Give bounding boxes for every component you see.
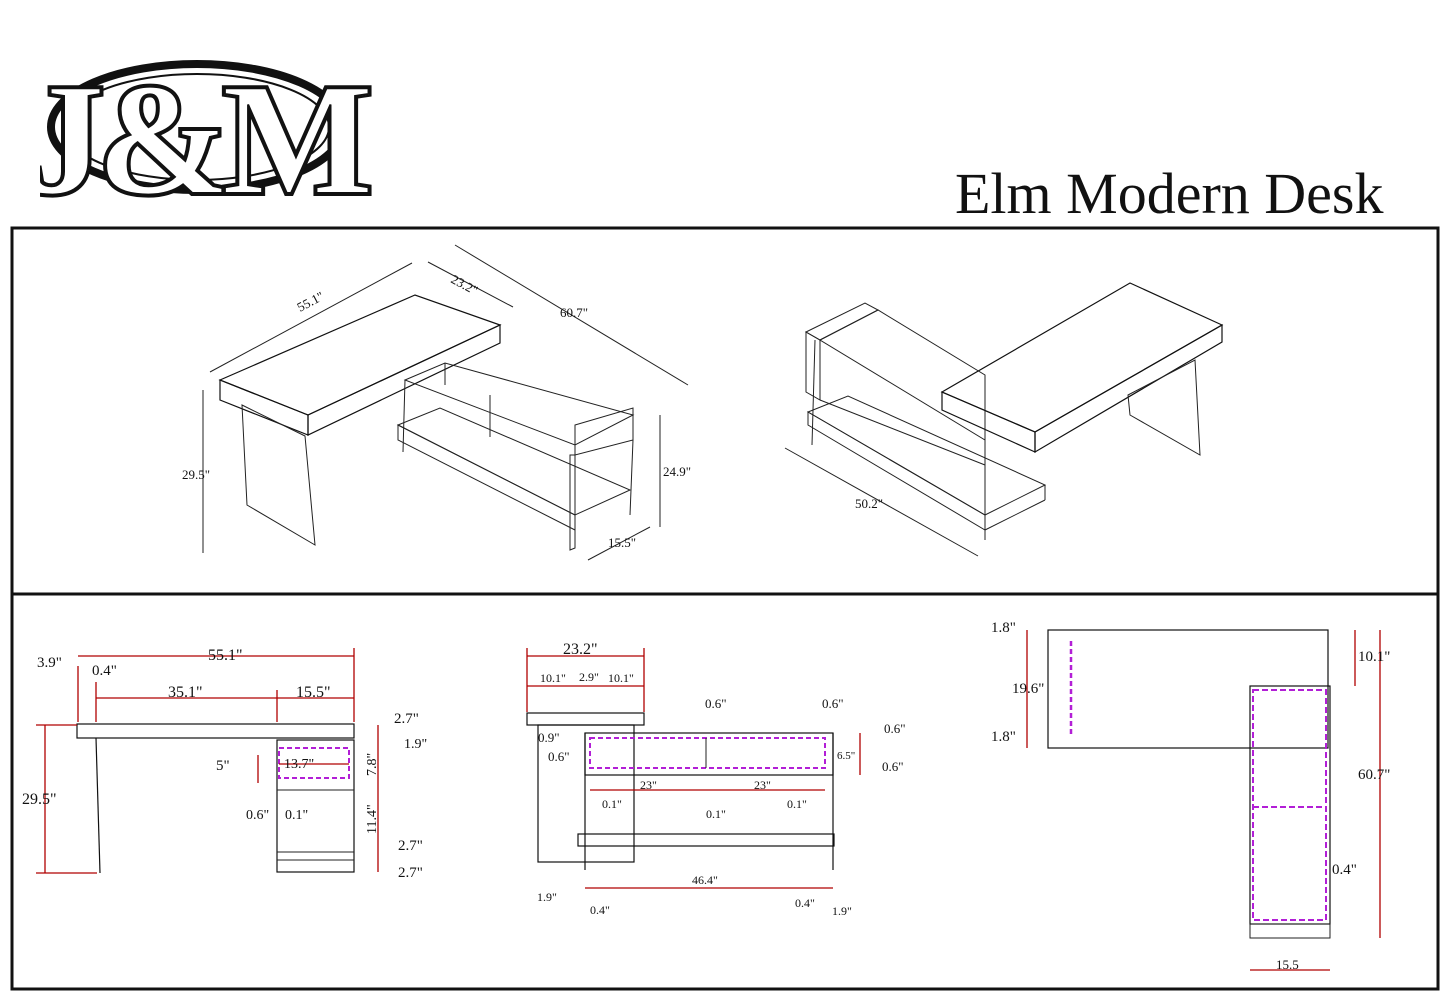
dim-55-1: 55.1" xyxy=(294,288,326,314)
front-d2: 23" xyxy=(754,778,771,792)
front-br2: 1.9" xyxy=(832,904,852,918)
iso-view-2: 50.2" xyxy=(784,282,1224,557)
product-title: Elm Modern Desk xyxy=(955,161,1384,226)
front-g2: 0.1" xyxy=(706,807,726,821)
side-shelf-2: 2.7" xyxy=(398,865,423,881)
front-g3: 0.1" xyxy=(787,797,807,811)
side-offset: 3.9" xyxy=(37,655,62,671)
side-view: 55.1" 3.9" 0.4" 35.1" 15.5" 29.5" 2.7" 1… xyxy=(22,647,427,881)
side-shelf-1: 2.7" xyxy=(398,838,423,854)
top-view: 1.8" 19.6" 1.8" 10.1" 60.7" 0.4" 15.5 xyxy=(991,620,1390,972)
side-a: 0.6" xyxy=(246,808,269,823)
side-height: 29.5" xyxy=(22,791,57,808)
top-g: 15.5 xyxy=(1276,957,1299,972)
front-d1: 23" xyxy=(640,778,657,792)
side-top-thickness: 2.7" xyxy=(394,711,419,727)
front-bl: 1.9" xyxy=(537,890,557,904)
side-leg: 0.4" xyxy=(92,663,117,679)
side-drawer-w: 13.7" xyxy=(284,757,314,772)
dim-29-5: 29.5" xyxy=(182,467,210,482)
side-span: 35.1" xyxy=(168,684,203,701)
iso-panel-frame xyxy=(10,226,1440,596)
dim-15-5: 15.5" xyxy=(608,535,636,550)
iso-view-1: 55.1" 23.2" 60.7" 29.5" 24.9" 15.5" xyxy=(182,244,691,561)
front-w3: 10.1" xyxy=(608,671,634,685)
dim-24-9: 24.9" xyxy=(663,464,691,479)
top-c: 1.8" xyxy=(991,729,1016,745)
side-gap: 11.4" xyxy=(365,804,380,834)
front-top-l: 0.6" xyxy=(705,696,727,711)
top-a: 1.8" xyxy=(991,620,1016,636)
front-r1: 0.6" xyxy=(884,721,906,736)
side-cabinet: 15.5" xyxy=(296,684,331,701)
front-br: 0.4" xyxy=(795,896,815,910)
front-r3: 0.6" xyxy=(882,759,904,774)
front-t1: 0.9" xyxy=(538,730,560,745)
front-r2: 6.5" xyxy=(837,750,855,762)
side-b: 0.1" xyxy=(285,808,308,823)
side-drawer-top: 1.9" xyxy=(404,737,427,752)
views-panel-frame xyxy=(10,592,1440,991)
top-b: 19.6" xyxy=(1012,681,1044,697)
logo-text: J&M xyxy=(40,50,369,228)
side-drawer-front: 7.8" xyxy=(365,753,380,776)
svg-text:J&M: J&M xyxy=(40,50,369,228)
front-g1: 0.1" xyxy=(602,797,622,811)
front-span: 46.4" xyxy=(692,873,718,887)
top-d: 10.1" xyxy=(1358,649,1390,665)
dim-23-2: 23.2" xyxy=(449,271,481,297)
front-bl2: 0.4" xyxy=(590,903,610,917)
front-width: 23.2" xyxy=(563,641,598,658)
dim-50-2: 50.2" xyxy=(855,496,883,511)
svg-text:J&M: J&M xyxy=(40,50,369,228)
dim-60-7: 60.7" xyxy=(560,305,588,320)
jm-logo: J&M J&M J&M xyxy=(40,47,380,231)
front-t2: 0.6" xyxy=(548,749,570,764)
top-f: 0.4" xyxy=(1332,862,1357,878)
top-e: 60.7" xyxy=(1358,767,1390,783)
front-view: 23.2" 10.1" 2.9" 10.1" 0.9" 0.6" 0.6" 0.… xyxy=(526,641,906,918)
side-overall: 55.1" xyxy=(208,647,243,664)
side-drawer-h: 5" xyxy=(216,758,230,774)
front-w2: 2.9" xyxy=(579,670,599,684)
front-w1: 10.1" xyxy=(540,671,566,685)
front-top-r: 0.6" xyxy=(822,696,844,711)
